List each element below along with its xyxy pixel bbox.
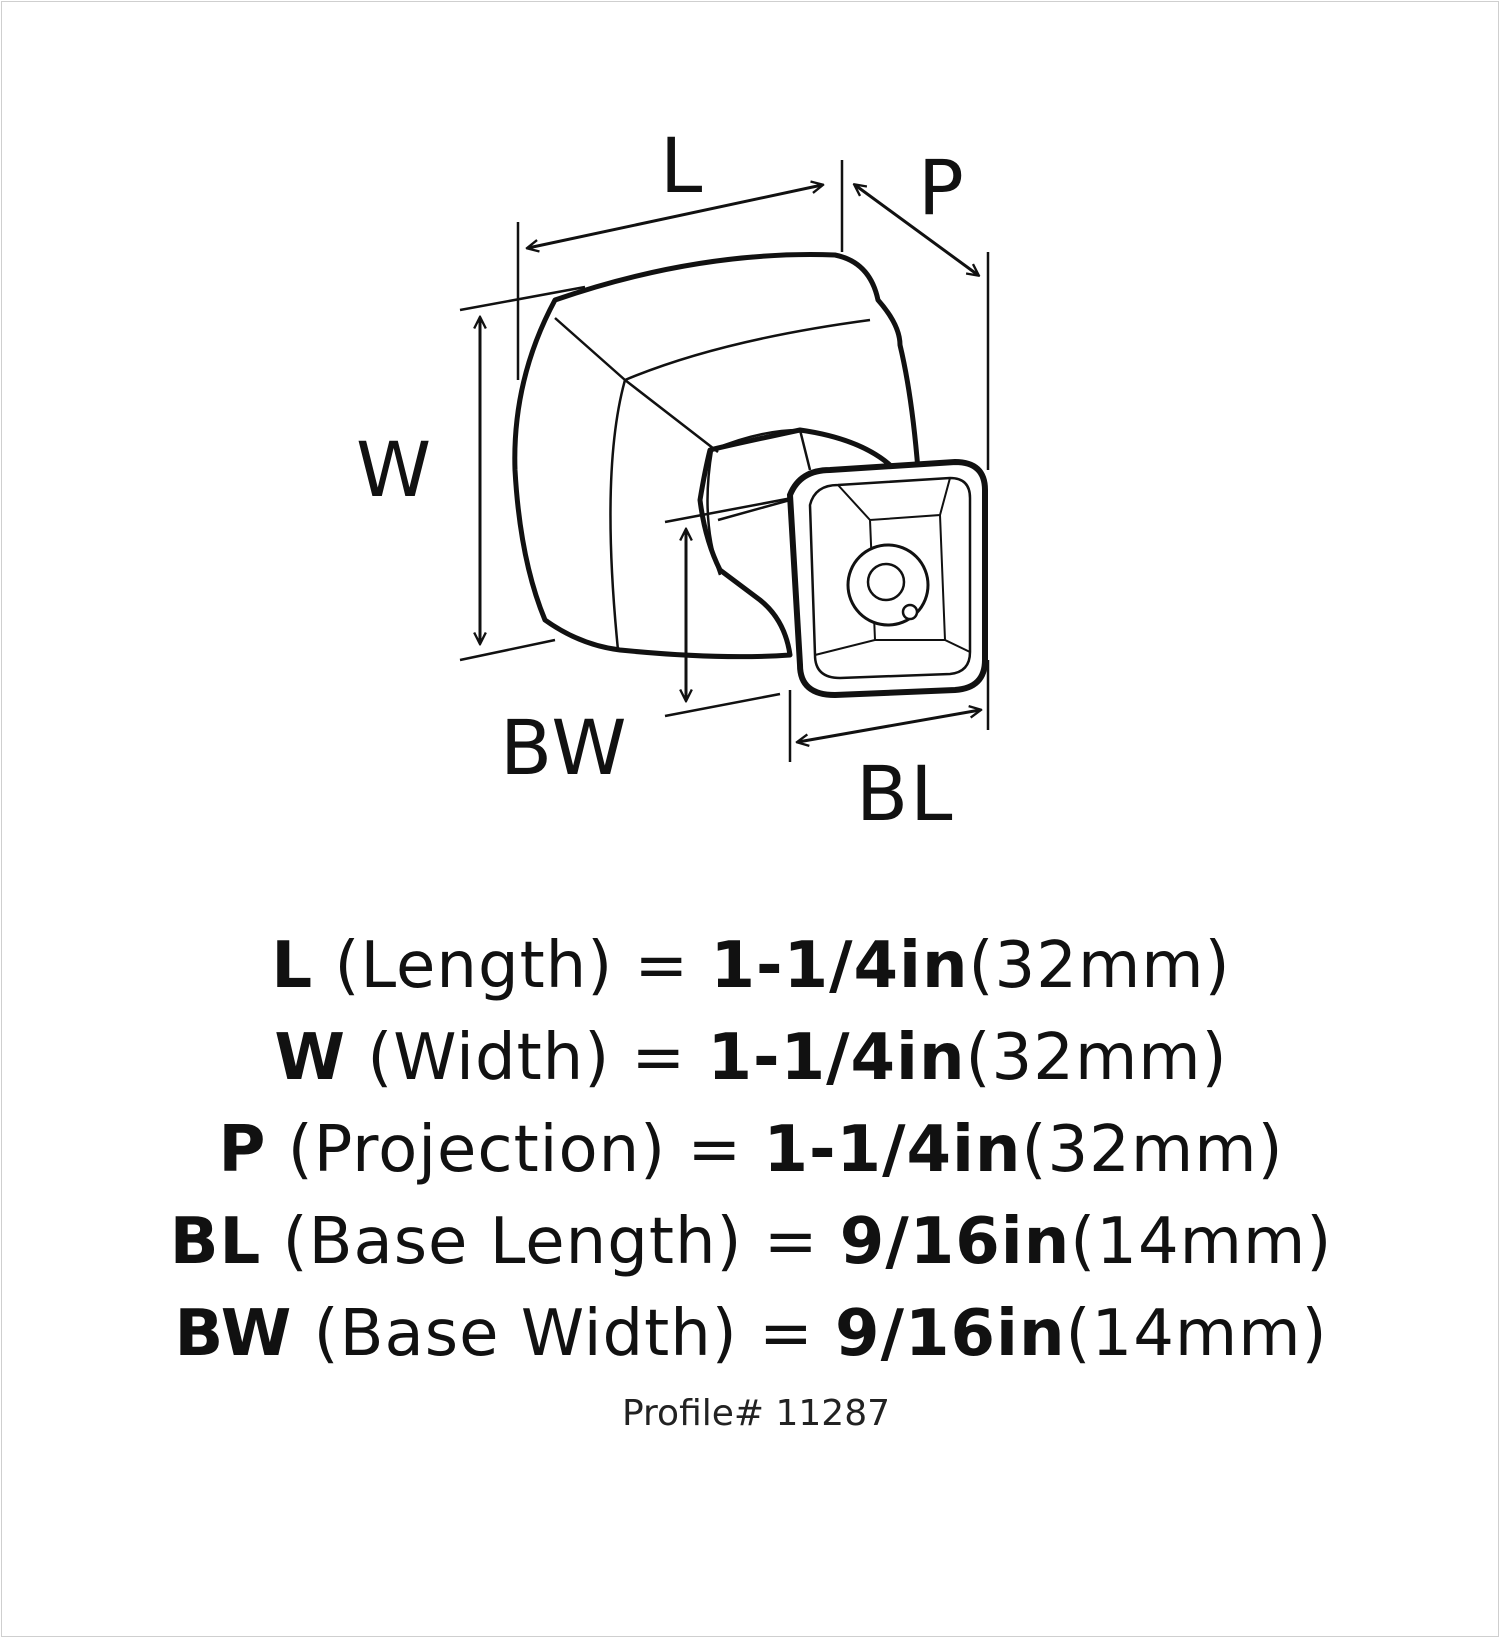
screw-pin [901,603,919,621]
spec-name: (Projection) [287,1113,667,1187]
knob-face-lines [554,317,871,651]
spec-code: L [271,929,314,1003]
knob-head-outline [512,252,921,660]
BW-extension-top [664,496,793,524]
spec-equals: = [759,1297,814,1371]
spec-row-width: W (Width) = 1-1/4in(32mm) [0,1012,1502,1104]
spec-mm: (14mm) [1065,1297,1328,1371]
spec-mm: (14mm) [1070,1205,1333,1279]
spec-name: (Base Length) [282,1205,743,1279]
spec-code: BL [169,1205,262,1279]
P-label: P [918,143,966,232]
knob-dimension-diagram: L P W BW BL [356,121,990,838]
spec-code: BW [174,1297,293,1371]
spec-mm: (32mm) [968,929,1231,1003]
spec-name: (Width) [367,1021,611,1095]
spec-row-base-width: BW (Base Width) = 9/16in(14mm) [0,1288,1502,1380]
spec-row-projection: P (Projection) = 1-1/4in(32mm) [0,1104,1502,1196]
spec-inches: 1-1/4in [710,929,969,1003]
spec-name: (Length) [334,929,614,1003]
spec-code: W [274,1021,346,1095]
spec-row-base-length: BL (Base Length) = 9/16in(14mm) [0,1196,1502,1288]
L-dimension-line [528,185,822,248]
spec-inches: 9/16in [839,1205,1071,1279]
W-extension-bottom [459,638,556,662]
spec-mm: (32mm) [1021,1113,1284,1187]
dimension-specs: L (Length) = 1-1/4in(32mm) W (Width) = 1… [0,920,1502,1434]
spec-name: (Base Width) [313,1297,738,1371]
base-plate-bevel [814,477,971,656]
spec-inches: 9/16in [835,1297,1066,1371]
BL-label: BL [856,749,955,838]
knob-drawing [459,160,990,762]
W-label: W [356,425,434,514]
BL-dimension-line [798,710,980,742]
BW-extension-bottom [664,692,781,718]
W-extension-top [459,285,586,312]
BW-label: BW [500,703,629,792]
screw-hole [866,562,906,602]
profile-number: Profile# 11287 [621,1393,891,1434]
spec-inches: 1-1/4in [707,1021,966,1095]
spec-row-length: L (Length) = 1-1/4in(32mm) [0,920,1502,1012]
L-label: L [660,121,705,210]
spec-code: P [218,1113,267,1187]
spec-equals: = [763,1205,819,1279]
spec-mm: (32mm) [965,1021,1228,1095]
P-dimension-line [855,185,978,275]
spec-equals: = [687,1113,743,1187]
spec-equals: = [631,1021,687,1095]
spec-inches: 1-1/4in [763,1113,1022,1187]
spec-equals: = [634,929,690,1003]
knob-stem [706,428,812,576]
